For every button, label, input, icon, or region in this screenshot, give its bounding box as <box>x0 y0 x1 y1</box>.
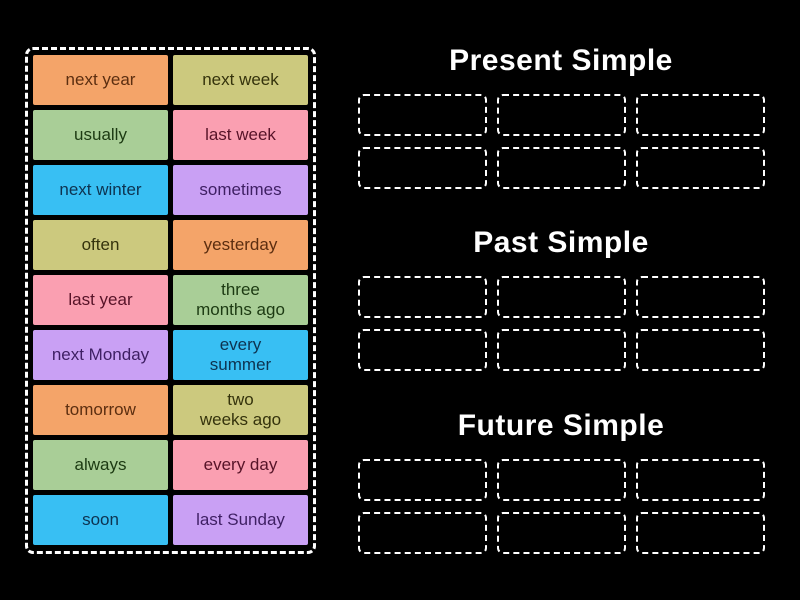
word-tile[interactable]: three months ago <box>173 275 308 325</box>
drop-slot[interactable] <box>496 459 626 501</box>
word-tile[interactable]: soon <box>33 495 168 545</box>
word-tile[interactable]: next Monday <box>33 330 168 380</box>
drop-slot[interactable] <box>496 512 626 554</box>
word-tile[interactable]: every summer <box>173 330 308 380</box>
drop-slot[interactable] <box>496 329 626 371</box>
word-tile[interactable]: always <box>33 440 168 490</box>
group-past-simple: Past Simple <box>357 224 765 371</box>
word-tile[interactable]: next winter <box>33 165 168 215</box>
drop-slot[interactable] <box>635 459 765 501</box>
word-tile[interactable]: next year <box>33 55 168 105</box>
word-tile[interactable]: sometimes <box>173 165 308 215</box>
word-tile[interactable]: last week <box>173 110 308 160</box>
drop-slot[interactable] <box>357 512 487 554</box>
word-tile[interactable]: tomorrow <box>33 385 168 435</box>
word-tile[interactable]: often <box>33 220 168 270</box>
drop-slot[interactable] <box>357 147 487 189</box>
word-tile[interactable]: last year <box>33 275 168 325</box>
word-tile[interactable]: last Sunday <box>173 495 308 545</box>
slot-grid-future <box>357 459 765 554</box>
word-tile[interactable]: yesterday <box>173 220 308 270</box>
group-title-future: Future Simple <box>457 409 665 442</box>
drop-slot[interactable] <box>635 276 765 318</box>
group-future-simple: Future Simple <box>357 407 765 554</box>
slot-grid-present <box>357 94 765 189</box>
drop-slot[interactable] <box>357 329 487 371</box>
word-tile[interactable]: every day <box>173 440 308 490</box>
group-title-past: Past Simple <box>473 226 649 259</box>
drop-slot[interactable] <box>496 94 626 136</box>
drop-slot[interactable] <box>496 276 626 318</box>
drop-slot[interactable] <box>635 147 765 189</box>
slot-grid-past <box>357 276 765 371</box>
drop-slot[interactable] <box>635 512 765 554</box>
drop-slot[interactable] <box>635 94 765 136</box>
drop-slot[interactable] <box>357 276 487 318</box>
word-tile[interactable]: usually <box>33 110 168 160</box>
drop-slot[interactable] <box>635 329 765 371</box>
word-tile[interactable]: two weeks ago <box>173 385 308 435</box>
group-title-present: Present Simple <box>449 44 673 77</box>
group-present-simple: Present Simple <box>357 42 765 189</box>
word-tile[interactable]: next week <box>173 55 308 105</box>
drop-slot[interactable] <box>357 459 487 501</box>
drop-slot[interactable] <box>357 94 487 136</box>
drop-slot[interactable] <box>496 147 626 189</box>
